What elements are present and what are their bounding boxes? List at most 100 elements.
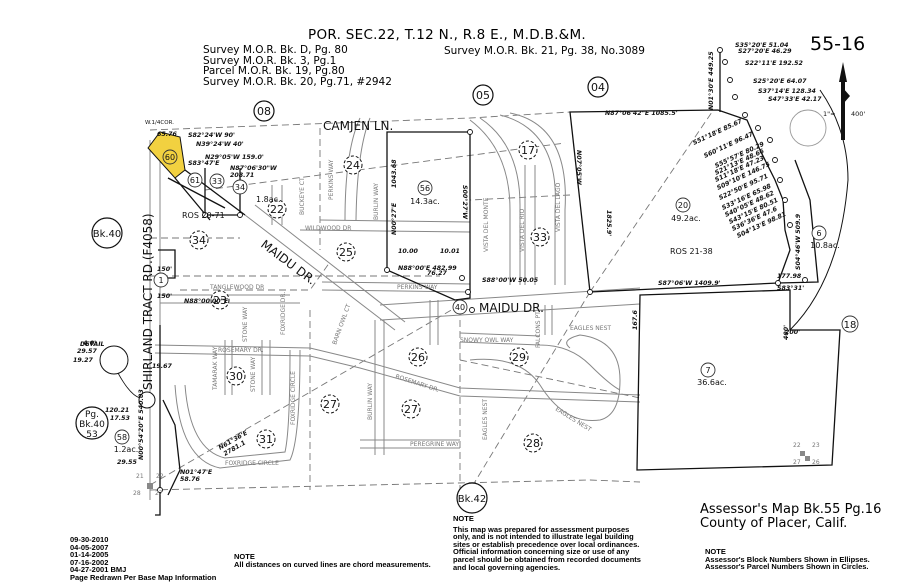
svg-text:S88°00'W 50.05: S88°00'W 50.05: [482, 276, 539, 284]
parcel-20: 20: [678, 201, 688, 210]
svg-text:22: 22: [156, 473, 164, 480]
peregrine-way: [360, 439, 460, 449]
tanglewood-dr-label: TANGLEWOOD DR: [209, 284, 264, 291]
revision-date: 01-14-2005: [70, 550, 109, 560]
cul-de-sac: [789, 109, 827, 147]
stone-way-label-1: STONE WAY: [242, 306, 249, 342]
parcel-58-boundary: [162, 399, 181, 496]
scale-value: 400': [851, 110, 865, 118]
parcel-34-acreage: 1.8ac.: [256, 195, 281, 204]
parcel-56-acreage: 14.3ac.: [410, 197, 440, 206]
svg-text:4.0': 4.0': [83, 340, 96, 347]
shirland-boundary: [155, 325, 161, 516]
burlin-way-label: BURLIN WAY: [373, 183, 380, 220]
ros-21-38: ROS 21-38: [670, 247, 713, 256]
wildwood-dr: [299, 219, 471, 233]
note-line: This map was prepared for assessment pur…: [453, 524, 630, 534]
survey-references: Survey M.O.R. Bk. D, Pg. 80 Survey M.O.R…: [203, 45, 392, 87]
stone-way-label-2: STONE WAY: [250, 356, 257, 392]
svg-text:N29°05'W 159.0': N29°05'W 159.0': [205, 153, 264, 161]
svg-text:19.27: 19.27: [73, 357, 94, 364]
svg-text:29.55: 29.55: [117, 459, 138, 466]
svg-text:208.71: 208.71: [230, 172, 254, 179]
snowy-owl-way: [459, 332, 621, 391]
svg-text:150': 150': [157, 293, 172, 300]
parcel-58-acreage: 1.2ac.: [114, 445, 139, 454]
bearing-labels: S35°20'E 51.04 S27°20'E 46.29 S22°11'E 1…: [73, 41, 822, 483]
svg-text:10.01: 10.01: [440, 248, 460, 255]
svg-text:19.67: 19.67: [152, 363, 173, 370]
diagonal-tie-line: [149, 304, 461, 486]
revision-date: 04-27-2001 BMJ: [70, 565, 127, 575]
block-23: 23: [213, 294, 227, 307]
svg-text:S82°24'W 90': S82°24'W 90': [188, 131, 235, 139]
parcel-20-acreage: 49.2ac.: [671, 214, 701, 223]
svg-text:65.76: 65.76: [157, 131, 178, 138]
barn-owl-ct: [429, 300, 439, 345]
note-line: Assessor's Parcel Numbers Shown in Circl…: [705, 562, 869, 572]
svg-text:S04°46'W 509.9: S04°46'W 509.9: [794, 213, 802, 270]
vista-del-monte-label: VISTA DEL MONTE: [483, 197, 490, 252]
block-25: 25: [339, 246, 353, 259]
svg-text:N88°00'00"E: N88°00'00"E: [184, 297, 229, 305]
block-29: 29: [512, 351, 526, 364]
block-27-west: 27: [323, 398, 337, 411]
county-name: County of Placer, Calif.: [700, 516, 848, 531]
block-28: 28: [526, 437, 540, 450]
map-title: POR. SEC.22, T.12 N., R.8 E., M.D.B.&M.: [308, 27, 587, 43]
maidu-dr-diagonal-label: MAIDU DR.: [258, 237, 318, 287]
svg-text:N01°30'E 449.25: N01°30'E 449.25: [707, 51, 715, 110]
perkins-way-north-label: PERKINS WAY: [328, 159, 335, 200]
svg-text:S27°20'E 46.29: S27°20'E 46.29: [738, 47, 792, 55]
revision-dates: 09-30-2010 04-05-2007 01-14-2005 07-16-2…: [70, 536, 216, 582]
svg-text:200': 200': [785, 329, 800, 336]
block-26: 26: [411, 351, 425, 364]
maidu-dr-east-label: MAIDU DR.: [479, 301, 544, 315]
parcel-58: 58: [117, 433, 127, 442]
survey-ref-right: Survey M.O.R. Bk. 21, Pg. 38, No.3089: [444, 45, 645, 57]
vista-del-monte: [469, 117, 521, 285]
note-title: NOTE: [234, 552, 255, 561]
block-22: 22: [270, 203, 284, 216]
falcons-pt: [544, 305, 553, 335]
revision-date: 04-05-2007: [70, 542, 109, 552]
note-line: Official information concerning size or …: [453, 547, 630, 557]
revision-date: 09-30-2010: [70, 535, 109, 544]
block-17: 17: [521, 144, 535, 157]
survey-ref: Survey M.O.R. Bk. 3, Pg.1: [203, 54, 337, 67]
svg-text:S83°47'E: S83°47'E: [188, 159, 220, 167]
svg-text:N07°05'W: N07°05'W: [575, 150, 583, 186]
svg-text:N00°27'E: N00°27'E: [390, 202, 398, 235]
svg-text:S87°06'W 1409.9': S87°06'W 1409.9': [658, 279, 721, 287]
redrawn-note: Page Redrawn Per Base Map Information: [70, 572, 217, 582]
vista-del-lago: [499, 112, 566, 285]
parcel-40: 40: [455, 303, 465, 312]
camjen-ln-label: CAMJEN LN.: [323, 119, 393, 133]
parcel-7-boundary: [636, 289, 841, 471]
svg-text:W.1/4COR.: W.1/4COR.: [145, 120, 174, 126]
svg-text:N39°24'W 40': N39°24'W 40': [196, 140, 244, 148]
note-line: parcel should be obtained from recorded …: [453, 554, 641, 564]
diagonal-tie-line: [589, 111, 713, 293]
dash-line: [459, 359, 641, 399]
note-text: All distances on curved lines are chord …: [234, 559, 431, 569]
svg-text:1825.9': 1825.9': [605, 210, 612, 236]
assessor-map-caption: Assessor's Map Bk.55 Pg.16 County of Pla…: [700, 503, 881, 531]
svg-text:N87°06'42"E 1085.5': N87°06'42"E 1085.5': [605, 109, 678, 117]
note-line: and local governing agencies.: [453, 562, 561, 572]
note-line: sites or establish precedence over local…: [453, 539, 640, 549]
svg-text:S35°20'E 51.04: S35°20'E 51.04: [735, 41, 789, 49]
page-number: 55-16: [810, 33, 866, 55]
svg-text:27: 27: [155, 490, 163, 497]
rosemary-dr: [154, 344, 641, 403]
curved-boundary: [789, 89, 849, 331]
svg-text:S00°27'W: S00°27'W: [461, 185, 469, 220]
wildwood-dr-label: WILDWOOD DR: [305, 225, 351, 232]
block-numbers: 08 05 04 17 24 22 25 33 34 23 26 29 30 2…: [189, 76, 609, 453]
svg-text:28: 28: [133, 490, 141, 497]
svg-text:23: 23: [812, 442, 820, 449]
svg-text:S22°11'E 192.52: S22°11'E 192.52: [745, 59, 804, 67]
foxridge-circle-label-2: FOXRIDGE CIRCLE: [225, 460, 279, 467]
svg-text:N01°47'E: N01°47'E: [180, 468, 213, 476]
svg-text:26: 26: [812, 459, 820, 466]
